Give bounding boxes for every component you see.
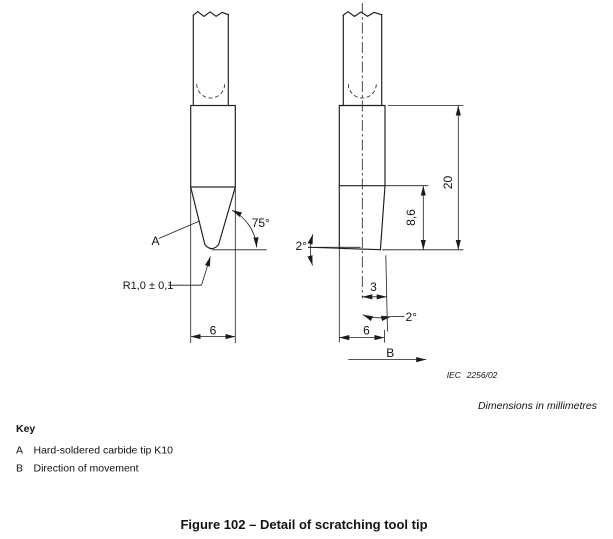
side-tip-offset-label: 3 [370,280,377,294]
figure-caption: Figure 102 – Detail of scratching tool t… [180,517,427,532]
side-body-outline [338,104,386,249]
front-rod-break-line [192,10,230,18]
side-width-label: 6 [363,323,370,337]
key-item-a-symbol: A [16,445,23,457]
front-width-label: 6 [210,323,217,337]
side-face-angle-arc [307,234,314,266]
key-item-a-description: Hard-soldered carbide tip K10 [34,445,174,457]
front-tip-label-a: A [152,234,160,248]
dimensions-note: Dimensions in millimetres [478,400,598,412]
key-heading: Key [16,423,35,435]
front-tip-radius-leader [168,256,211,286]
front-tip-label-leader [158,220,200,239]
front-tip-radius-label: R1,0 ± 0,1 [123,280,174,292]
side-edge-extension [385,255,388,332]
side-hidden-tip-arc [347,83,377,99]
key-item-b-symbol: B [16,463,23,475]
side-face-angle-label: 2° [296,239,308,253]
front-hidden-tip-arc [196,83,226,99]
front-tip-angle-arc [231,209,259,248]
front-tip-angle-label: 75° [252,216,270,230]
side-tip-length-label: 8,6 [404,209,418,226]
side-edge-angle-arc [362,314,392,322]
front-body-outline [190,104,236,188]
key-item-b-description: Direction of movement [34,463,139,475]
iec-reference-org: IEC [447,370,462,380]
side-overall-length-label: 20 [441,176,455,190]
key-block: Key A Hard-soldered carbide tip K10 B Di… [16,423,173,475]
side-tip-bottom-face [338,247,381,251]
iec-reference-number: 2256/02 [466,370,498,380]
front-view: 75° A R1,0 ± 0,1 6 [123,10,270,343]
side-movement-label: B [386,346,394,360]
front-carbide-tip-cone [190,186,237,250]
side-tip-cutting-edge [379,185,386,251]
side-edge-angle-label: 2° [406,310,418,324]
side-rod-break-line [342,10,383,18]
side-view: 2° 3 2° 6 B 8,6 20 [296,3,464,363]
